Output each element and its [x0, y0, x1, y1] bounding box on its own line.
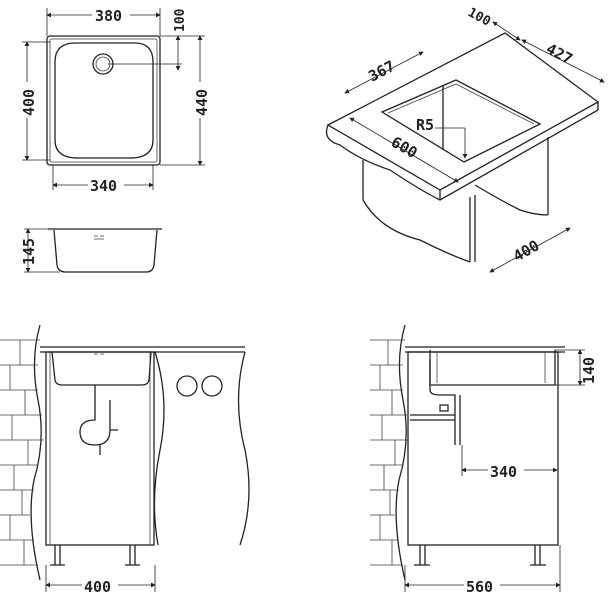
radius-label: R5 [416, 116, 434, 134]
dim-iso-width: 600 [388, 133, 420, 162]
dim-front-width: 400 [84, 578, 111, 596]
dim-side-depth: 140 [580, 357, 598, 384]
tap-hole-icon [201, 375, 223, 397]
dim-cutout: 367 [365, 57, 397, 86]
side-sink-bowl [429, 350, 556, 386]
dim-length: 440 [193, 89, 211, 116]
dim-width: 380 [95, 7, 122, 25]
dim-drain-offset: 100 [173, 8, 188, 32]
tap-hole-icon [176, 375, 198, 397]
dim-side-width: 560 [466, 578, 493, 596]
section-view: 145 [20, 228, 162, 273]
isometric-view: 367 100 427 600 R5 400 [325, 5, 605, 273]
sink-bowl [51, 351, 152, 386]
dim-iso-cabinet-depth: 400 [510, 236, 542, 265]
dim-depth: 145 [20, 238, 38, 265]
dim-bowl-length: 400 [20, 89, 38, 116]
dim-side-drain: 340 [490, 463, 517, 481]
dim-iso-offset: 100 [465, 5, 493, 29]
dim-bowl-width: 340 [90, 177, 117, 195]
front-view: 400 [0, 324, 250, 596]
plan-view: 380 100 400 440 340 [18, 5, 211, 195]
dim-iso-depth: 427 [543, 40, 575, 69]
bowl-outline [54, 42, 154, 159]
side-view: 140 340 560 [370, 324, 598, 596]
